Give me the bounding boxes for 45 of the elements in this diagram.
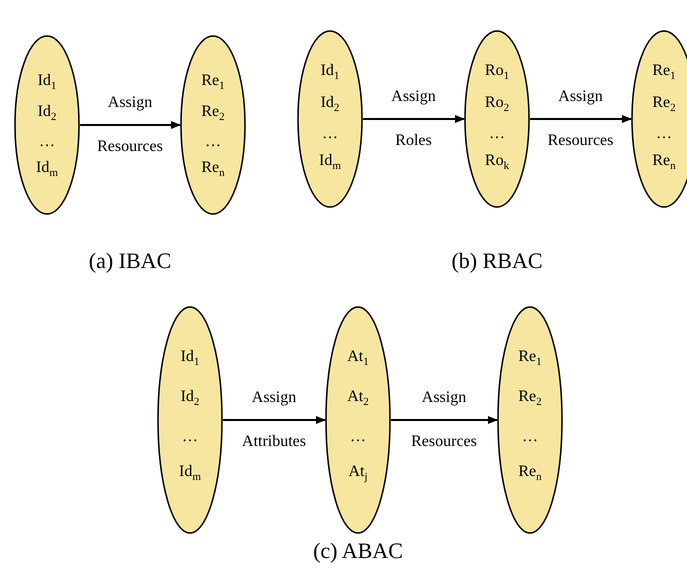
- set-element: Ro$_{1}$: [484, 62, 510, 84]
- set-element: …: [350, 428, 366, 446]
- subfigure-caption: (c) ABAC: [313, 538, 403, 564]
- subfigure-caption: (b) RBAC: [451, 248, 543, 274]
- set-element: Id$_{m}$: [36, 158, 58, 181]
- edge-label: Assign Roles: [391, 87, 436, 151]
- set-element: Re$_{n}$: [518, 462, 542, 485]
- set-element: …: [322, 125, 338, 144]
- set-element: Id$_{m}$: [319, 152, 341, 174]
- set-element: Re$_{n}$: [652, 152, 676, 174]
- set-element: Id$_{1}$: [180, 348, 200, 370]
- arrow: [363, 115, 465, 123]
- set-element: Ro$_{k}$: [484, 152, 510, 174]
- set-element: …: [39, 133, 55, 152]
- arrow: [391, 416, 498, 424]
- set-element: At$_{2}$: [347, 388, 369, 410]
- set-element: Ro$_{2}$: [484, 94, 510, 116]
- set-element: Id$_{2}$: [38, 102, 56, 125]
- subfigure-caption: (a) IBAC: [88, 248, 172, 274]
- set-element: …: [522, 428, 538, 446]
- set-element: At$_{j}$: [348, 462, 368, 485]
- set-element: Id$_{2}$: [320, 94, 340, 116]
- set-element: …: [656, 125, 672, 144]
- set-element: Id$_{1}$: [320, 62, 340, 84]
- arrow: [80, 121, 181, 129]
- set-element: Re$_{1}$: [201, 72, 225, 94]
- set-element: Id$_{1}$: [38, 72, 56, 94]
- set-element: Re$_{1}$: [652, 62, 676, 84]
- set-element: …: [489, 125, 505, 144]
- arrow: [223, 416, 326, 424]
- edge-label: Assign Resources: [548, 87, 614, 151]
- edge-label: Assign Resources: [97, 93, 163, 157]
- edge-label: Assign Attributes: [242, 388, 306, 452]
- set-element: Re$_{2}$: [518, 388, 542, 410]
- set-element: At$_{1}$: [347, 348, 369, 370]
- set-element: Re$_{2}$: [201, 102, 225, 125]
- set-element: Id$_{2}$: [180, 388, 200, 410]
- set-element: …: [205, 133, 221, 152]
- edge-label: Assign Resources: [411, 388, 477, 452]
- set-element: Re$_{2}$: [652, 94, 676, 116]
- set-element: Re$_{n}$: [201, 158, 225, 181]
- set-element: …: [182, 428, 198, 446]
- set-element: Id$_{m}$: [179, 462, 201, 485]
- set-element: Re$_{1}$: [518, 348, 542, 370]
- arrow: [530, 115, 632, 123]
